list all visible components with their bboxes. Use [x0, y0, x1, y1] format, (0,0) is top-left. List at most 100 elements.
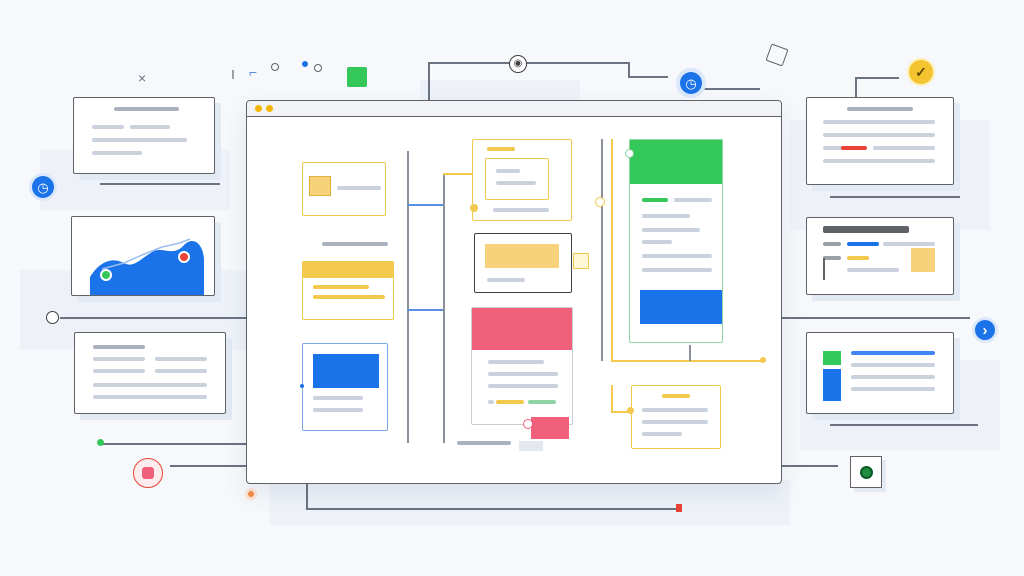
connector-line-blue — [407, 309, 443, 311]
link-node[interactable] — [573, 253, 589, 269]
text-line — [496, 169, 520, 173]
node-media[interactable] — [302, 162, 386, 216]
text-line — [496, 181, 536, 185]
text-line — [493, 208, 549, 212]
text-line — [674, 198, 712, 202]
connector-dot — [627, 407, 634, 414]
text-line — [847, 107, 913, 111]
blue-footer-block — [640, 290, 722, 324]
text-line — [642, 408, 708, 412]
connector-line — [428, 62, 430, 100]
text-line — [642, 254, 712, 258]
connector-line — [780, 317, 970, 319]
text-line — [642, 420, 708, 424]
clock-icon[interactable]: ◷ — [680, 72, 702, 94]
text-line — [851, 387, 935, 391]
window-control-dot[interactable] — [266, 105, 273, 112]
record-inner — [142, 467, 154, 479]
ring-node-icon[interactable] — [46, 311, 59, 324]
connector-dot — [523, 419, 533, 429]
node-blue-panel[interactable] — [302, 343, 388, 431]
area-chart-graphic — [90, 238, 204, 295]
text-line — [155, 357, 207, 361]
yellow-block — [485, 244, 559, 268]
left-card-1[interactable] — [73, 97, 215, 174]
text-line — [93, 383, 207, 387]
green-swatch — [823, 351, 841, 365]
text-line — [313, 396, 363, 400]
accent-line-yellow — [487, 147, 515, 151]
text-line — [823, 120, 935, 124]
record-icon[interactable] — [133, 458, 163, 488]
clock-icon[interactable]: ◷ — [32, 176, 54, 198]
node-thumbnail — [309, 176, 331, 196]
connector-dot — [595, 197, 605, 207]
status-dot-icon — [97, 439, 104, 446]
connector-line — [306, 482, 308, 508]
window-control-dot[interactable] — [255, 105, 262, 112]
right-card-1[interactable] — [806, 97, 954, 185]
node-alert-card[interactable] — [471, 307, 573, 425]
text-line — [642, 240, 672, 244]
node-summary-card[interactable] — [631, 385, 721, 449]
red-header — [472, 308, 572, 350]
left-card-3[interactable] — [74, 332, 226, 414]
text-line — [488, 360, 544, 364]
column-divider — [601, 139, 603, 361]
red-badge[interactable] — [531, 417, 569, 439]
node-highlight[interactable] — [474, 233, 572, 293]
connector-line — [628, 76, 668, 78]
blue-block — [313, 354, 379, 388]
connector-line — [830, 424, 978, 426]
text-line — [322, 242, 388, 246]
connector-line — [855, 77, 857, 99]
accent-line-yellow — [313, 295, 385, 299]
accent-line-yellow — [662, 394, 690, 398]
blue-swatch — [823, 369, 841, 401]
tag-icon — [765, 43, 789, 67]
connector-dot — [470, 204, 478, 212]
text-line — [457, 441, 511, 445]
node-grouped-card[interactable] — [470, 139, 572, 221]
text-line — [851, 375, 935, 379]
connector-line — [60, 317, 246, 319]
text-line — [873, 146, 935, 150]
text-line — [92, 151, 142, 155]
connector-dot — [625, 149, 634, 158]
status-node[interactable] — [850, 456, 882, 488]
text-line — [114, 107, 179, 111]
connector-line — [855, 77, 899, 79]
accent-line-yellow — [496, 400, 524, 404]
text-line — [313, 408, 363, 412]
node-banner[interactable] — [302, 261, 394, 320]
right-card-3[interactable] — [806, 332, 954, 414]
main-window[interactable] — [246, 100, 782, 484]
node-list-panel[interactable] — [629, 139, 723, 343]
target-icon[interactable]: ◉ — [509, 55, 527, 73]
text-line — [487, 278, 525, 282]
connector-line — [700, 88, 760, 90]
accent-line-yellow — [847, 256, 869, 260]
connector-line — [628, 62, 630, 76]
node-header-bar — [303, 262, 393, 278]
column-divider-yellow — [611, 385, 613, 411]
text-line — [642, 268, 712, 272]
column-divider — [443, 173, 445, 443]
close-icon: × — [138, 70, 147, 86]
window-titlebar[interactable] — [247, 101, 781, 117]
connector-line — [428, 62, 628, 64]
green-header — [630, 140, 722, 184]
right-card-2[interactable] — [806, 217, 954, 295]
text-line — [823, 159, 935, 163]
check-badge-icon[interactable]: ✓ — [909, 60, 933, 84]
connector-line-blue — [407, 204, 443, 206]
connector-line — [780, 465, 838, 467]
chevron-right-icon[interactable]: › — [975, 320, 995, 340]
status-dot-icon — [860, 466, 873, 479]
header-line — [823, 226, 909, 233]
connector-line-yellow — [611, 411, 631, 413]
text-line — [488, 384, 558, 388]
nested-card[interactable] — [485, 158, 549, 200]
left-chart-card[interactable] — [71, 216, 215, 296]
text-line — [883, 242, 935, 246]
